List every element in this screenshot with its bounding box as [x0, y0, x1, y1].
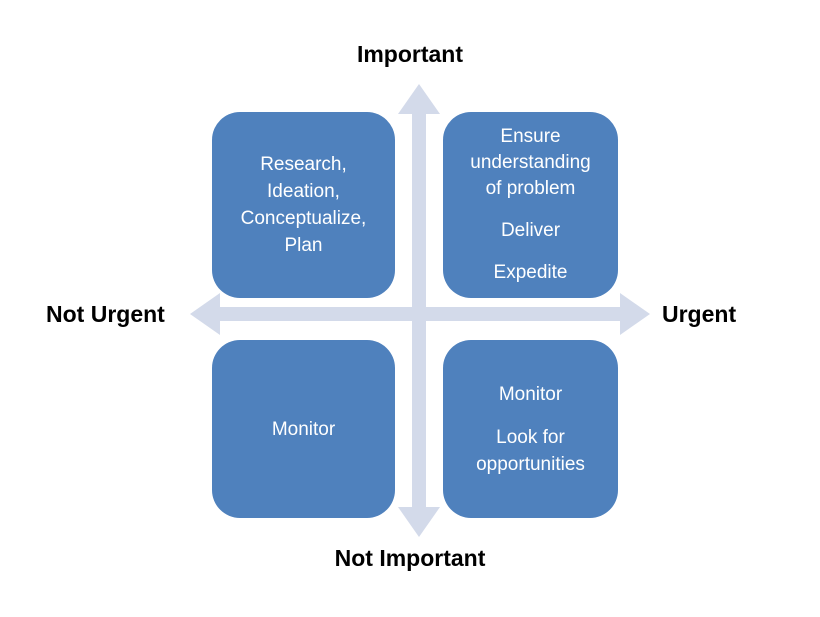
- axis-label-not-important: Not Important: [334, 545, 486, 571]
- quadrant-text: Monitor: [498, 383, 563, 405]
- quadrant-not-important-urgent[interactable]: Monitor Look for opportunities: [443, 340, 618, 518]
- quadrant-not-important-not-urgent[interactable]: Monitor: [212, 340, 395, 518]
- axis-label-not-urgent: Not Urgent: [46, 301, 165, 327]
- axis-label-urgent: Urgent: [662, 301, 737, 327]
- axis-label-important: Important: [356, 41, 464, 67]
- quadrant-text: Monitor: [271, 418, 336, 440]
- quadrant-text: Deliver: [500, 220, 561, 241]
- horizontal-axis-shaft: [216, 307, 624, 321]
- quadrant-important-not-urgent[interactable]: Research, Ideation, Conceptualize, Plan: [212, 112, 395, 298]
- arrow-right-icon: [426, 293, 650, 335]
- arrow-down-icon: [398, 321, 440, 537]
- quadrant-text: Ensure understanding of problem: [470, 126, 591, 199]
- quadrant-text: Expedite: [493, 262, 568, 283]
- quadrant-important-urgent[interactable]: Ensure understanding of problem Deliver …: [443, 112, 618, 298]
- vertical-axis-shaft: [412, 110, 426, 525]
- quadrant-text: Research, Ideation, Conceptualize, Plan: [240, 154, 367, 256]
- arrow-up-icon: [398, 84, 440, 307]
- arrow-left-icon: [190, 293, 412, 335]
- quadrant-text: Look for opportunities: [476, 426, 585, 475]
